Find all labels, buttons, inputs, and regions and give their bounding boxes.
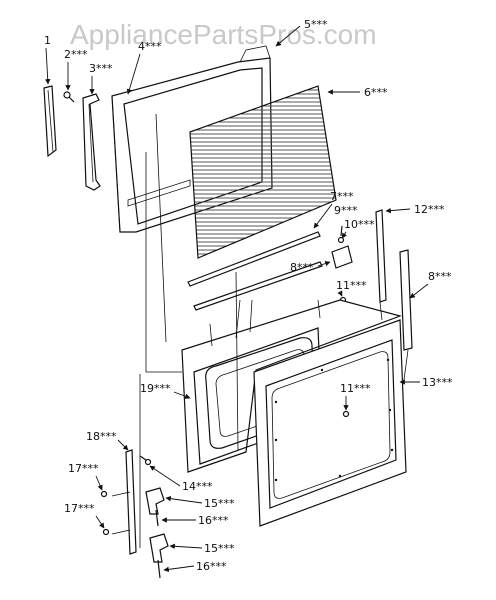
label-11-upper: 11*** bbox=[336, 279, 367, 292]
callout-18: 18*** bbox=[86, 430, 129, 451]
label-14: 14*** bbox=[182, 480, 213, 493]
callout-12: 12*** bbox=[385, 203, 445, 216]
label-16-upper: 16*** bbox=[198, 514, 229, 527]
callout-4: 4*** bbox=[126, 40, 162, 95]
part-15-hinge-lower bbox=[149, 533, 169, 563]
callout-17-upper: 17*** bbox=[68, 462, 103, 491]
label-16-lower: 16*** bbox=[196, 560, 227, 573]
callout-10: 10*** bbox=[341, 218, 375, 239]
part-17-screw-upper bbox=[100, 490, 108, 498]
part-8-channel-strip-right bbox=[399, 249, 413, 351]
callout-19: 19*** bbox=[140, 382, 191, 399]
part-13-door-liner-panel bbox=[253, 319, 407, 527]
label-6: 6*** bbox=[364, 86, 388, 99]
part-9-bracket bbox=[331, 236, 353, 269]
callout-16-lower: 16*** bbox=[163, 560, 227, 573]
label-10: 10*** bbox=[344, 218, 375, 231]
label-12: 12*** bbox=[414, 203, 445, 216]
part-6-glass-panel bbox=[189, 85, 337, 259]
label-9: 9*** bbox=[334, 204, 358, 217]
part-18-hinge-bar bbox=[125, 449, 137, 555]
label-2: 2*** bbox=[64, 48, 88, 61]
label-17-lower: 17*** bbox=[64, 502, 95, 515]
label-7: 7*** bbox=[330, 190, 354, 203]
callout-5: 5*** bbox=[275, 18, 328, 47]
label-1: 1 bbox=[44, 34, 51, 47]
callout-17-lower: 17*** bbox=[64, 502, 105, 529]
callout-2: 2*** bbox=[64, 48, 88, 91]
watermark-text: AppliancePartsPros.com bbox=[70, 19, 377, 50]
label-5: 5*** bbox=[304, 18, 328, 31]
label-8-right: 8*** bbox=[428, 270, 452, 283]
part-16-hinge-pin-upper bbox=[155, 509, 159, 527]
part-10-bracket-screw bbox=[340, 225, 343, 237]
part-1-door-gasket-strip bbox=[43, 85, 57, 158]
assembly-guide-lines bbox=[111, 113, 409, 548]
part-8-channel-strip-left bbox=[193, 261, 323, 311]
label-11-lower: 11*** bbox=[340, 382, 371, 395]
label-15-lower: 15*** bbox=[204, 542, 235, 555]
label-15-upper: 15*** bbox=[204, 497, 235, 510]
part-14-screw bbox=[139, 455, 152, 466]
callout-8-left: 8*** bbox=[290, 260, 331, 274]
label-3: 3*** bbox=[89, 62, 113, 75]
label-17-upper: 17*** bbox=[68, 462, 99, 475]
callout-7: 7*** bbox=[313, 190, 354, 229]
callout-11-upper: 11*** bbox=[336, 279, 367, 297]
callout-16-upper: 16*** bbox=[161, 514, 229, 527]
callout-13: 13*** bbox=[399, 376, 453, 389]
callout-6: 6*** bbox=[327, 86, 388, 99]
callout-3: 3*** bbox=[89, 62, 113, 95]
callout-11-lower: 11*** bbox=[340, 382, 371, 411]
part-16-hinge-pin-lower bbox=[157, 559, 161, 579]
label-18: 18*** bbox=[86, 430, 117, 443]
label-19: 19*** bbox=[140, 382, 171, 395]
callout-14: 14*** bbox=[149, 465, 213, 493]
callout-15-lower: 15*** bbox=[169, 542, 235, 555]
label-8-left: 8*** bbox=[290, 261, 314, 274]
part-17-screw-lower bbox=[102, 528, 110, 536]
callout-9: 9*** bbox=[334, 204, 358, 217]
part-11-screw-lower bbox=[342, 410, 350, 418]
callout-1: 1 bbox=[44, 34, 51, 85]
part-7-glass-retainer-strip bbox=[187, 231, 321, 287]
part-2-screw bbox=[63, 91, 75, 103]
label-4: 4*** bbox=[138, 40, 162, 53]
part-15-hinge-upper bbox=[145, 487, 165, 515]
callout-15-upper: 15*** bbox=[165, 495, 235, 510]
part-3-door-handle bbox=[82, 93, 101, 191]
callout-8-right: 8*** bbox=[409, 270, 452, 299]
label-13: 13*** bbox=[422, 376, 453, 389]
part-12-side-trim-strip bbox=[375, 209, 387, 303]
